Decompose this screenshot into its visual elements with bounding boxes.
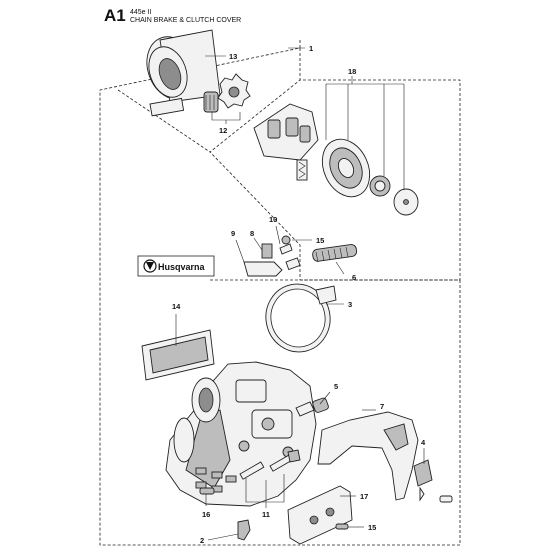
guide-plate: [287, 485, 353, 545]
diagram-title: CHAIN BRAKE & CLUTCH COVER: [130, 17, 242, 24]
callout-11: 11: [262, 510, 270, 519]
callout-8: 8: [250, 229, 254, 238]
callout-15-top: 15: [316, 236, 324, 245]
callout-12: 12: [219, 126, 227, 135]
leader-2: [207, 533, 239, 541]
leader-5: [319, 391, 331, 405]
clutch-cover: [165, 361, 317, 507]
brake-spring: [312, 244, 358, 263]
rim-sprocket: [203, 73, 251, 113]
callout-2: 2: [200, 536, 204, 545]
callout-9: 9: [231, 229, 235, 238]
brand-logo-text: Husqvarna: [158, 262, 206, 272]
callout-16: 16: [202, 510, 210, 519]
callout-18: 18: [348, 67, 356, 76]
callout-1: 1: [309, 44, 313, 53]
chain-catcher: [237, 519, 251, 541]
callout-13: 13: [229, 52, 237, 61]
callout-14: 14: [172, 302, 181, 311]
leader-12: [211, 112, 241, 121]
callout-15-bottom: 15: [368, 523, 376, 532]
leader-11: [245, 478, 272, 503]
sprocket-guard: [146, 29, 221, 117]
plate-screw: [335, 523, 349, 530]
bar-studs: [239, 449, 301, 480]
group-outline-main: [99, 40, 301, 546]
leader-9: [235, 239, 245, 263]
clutch-assembly: [253, 100, 419, 216]
model-name: 445e II: [130, 9, 152, 16]
callout-7: 7: [380, 402, 384, 411]
page-code: A1: [104, 6, 126, 25]
front-hand-guard: [317, 411, 419, 501]
leader-8: [253, 237, 263, 251]
callout-5: 5: [334, 382, 338, 391]
decal-sticker: [141, 329, 215, 381]
brake-linkage: [243, 235, 301, 277]
callout-10: 10: [269, 215, 277, 224]
callout-3: 3: [348, 300, 352, 309]
leader-10: [275, 225, 281, 245]
callout-4: 4: [421, 438, 426, 447]
bumper-spike-block: [413, 459, 453, 503]
callout-17: 17: [360, 492, 368, 501]
brake-band: [265, 283, 337, 353]
cover-screw: [199, 487, 215, 495]
pivot-pin: [295, 397, 329, 417]
leader-18: [325, 83, 405, 92]
callout-6: 6: [352, 273, 356, 282]
leader-6: [335, 261, 345, 275]
group-outline-lower: [210, 279, 461, 546]
group-outline-body: [117, 89, 211, 153]
brand-decal: [137, 255, 215, 277]
